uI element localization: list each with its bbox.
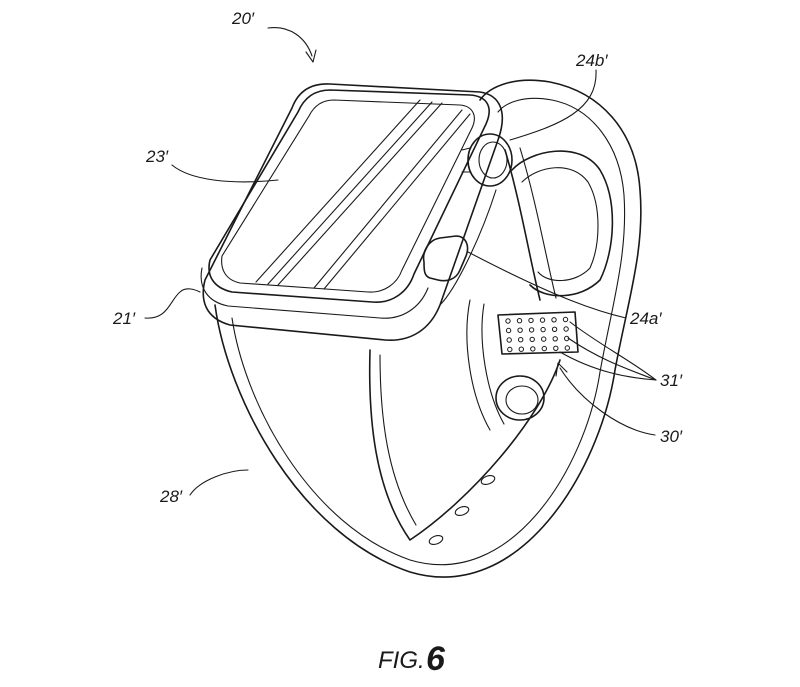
electrode-dot xyxy=(553,345,559,351)
label-sensor-array: 30′ xyxy=(660,427,683,446)
electrode-dot xyxy=(518,337,524,343)
electrode-dot xyxy=(505,318,511,324)
band-stud xyxy=(495,375,545,421)
electrode-dot xyxy=(564,345,570,351)
sensor-array xyxy=(497,311,579,355)
electrode-dot xyxy=(539,317,546,323)
electrode-dot xyxy=(541,336,547,342)
figure-caption: FIG. 6 xyxy=(378,640,446,678)
electrode-dot xyxy=(507,346,513,353)
electrode-dot xyxy=(528,317,534,324)
label-button: 24a′ xyxy=(629,309,662,328)
band-hole xyxy=(428,534,444,546)
electrode-dot xyxy=(505,327,512,334)
band-hole xyxy=(454,505,470,517)
electrode-dot xyxy=(516,318,523,324)
electrode-dot xyxy=(551,326,558,332)
caption-number: 6 xyxy=(426,640,446,678)
label-band: 28′ xyxy=(159,487,183,506)
display xyxy=(208,89,490,303)
caption-prefix: FIG. xyxy=(378,647,425,674)
electrode-dot xyxy=(563,326,569,332)
electrode-dot xyxy=(551,317,557,323)
electrode-dot xyxy=(552,336,558,342)
band-hole xyxy=(480,474,496,486)
electrode-dot xyxy=(562,316,569,323)
electrode-dot xyxy=(540,326,546,333)
reference-labels: 20′ 24b′ 23′ 21′ 24a′ 31′ 30′ 28′ xyxy=(112,9,683,506)
label-electrodes: 31′ xyxy=(660,371,683,390)
side-button xyxy=(422,235,469,282)
label-housing: 21′ xyxy=(112,309,136,328)
electrode-dot xyxy=(506,337,512,343)
digital-crown xyxy=(461,133,513,187)
electrode-dot xyxy=(528,327,535,333)
watch-band xyxy=(214,79,642,578)
label-display: 23′ xyxy=(145,147,169,166)
electrode-dot xyxy=(541,345,547,352)
label-crown: 24b′ xyxy=(575,51,608,70)
label-device: 20′ xyxy=(231,9,255,28)
electrode-dot xyxy=(518,346,524,352)
electrode-dots xyxy=(505,316,570,353)
electrode-dot xyxy=(529,336,535,343)
electrode-dot xyxy=(517,327,523,333)
electrode-dot xyxy=(530,346,536,352)
leader-lines xyxy=(144,27,657,496)
watch-case xyxy=(200,83,513,341)
